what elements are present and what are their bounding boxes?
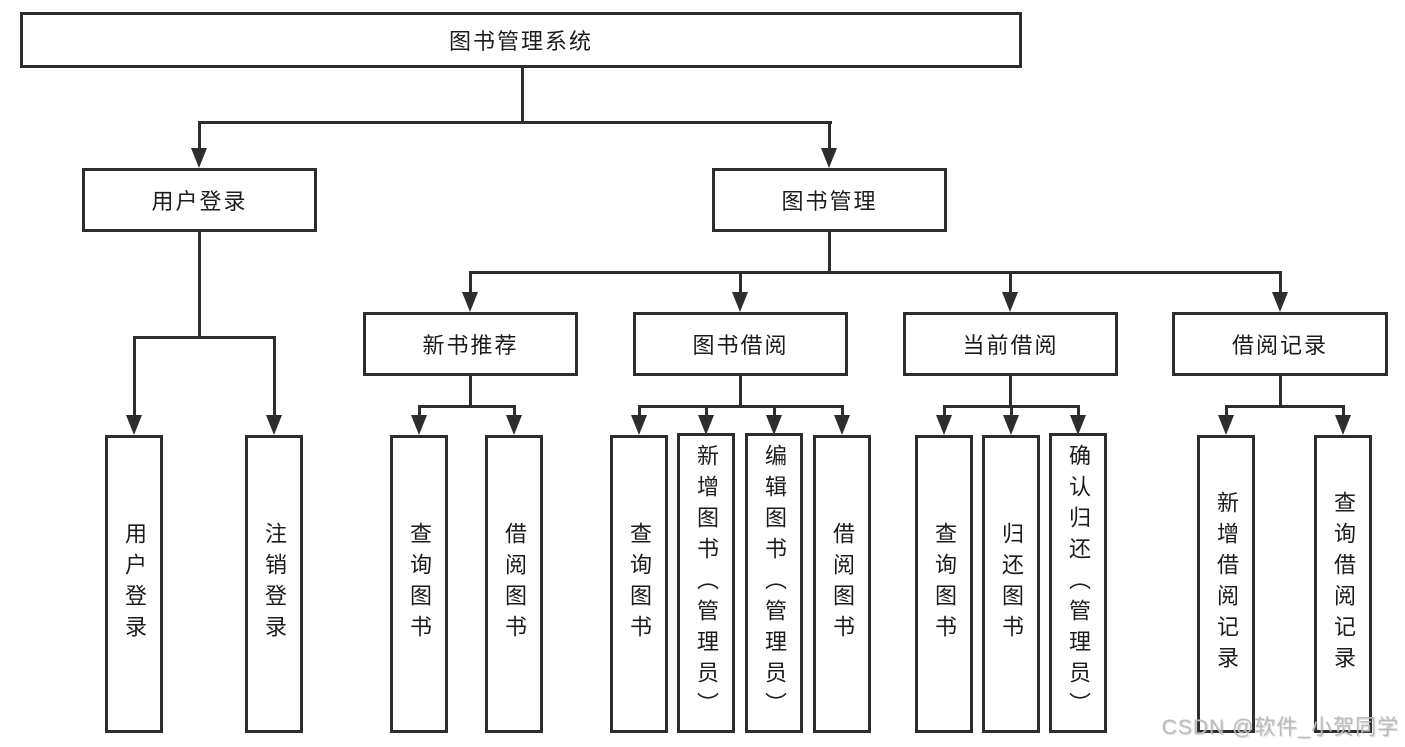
arrowhead-cb-leaf2 (1003, 415, 1019, 435)
leaf-logout: 注销登录 (245, 435, 303, 733)
connector-to-leaf-user-login (133, 336, 136, 416)
arrowhead-bb-leaf2 (698, 415, 714, 435)
leaf-query-books-recommend: 查询图书 (390, 435, 448, 733)
node-user-login: 用户登录 (82, 168, 317, 232)
connector-cb-leaf2 (1010, 405, 1013, 419)
connector-bb-leaf1 (638, 405, 641, 419)
arrowhead-bb-leaf1 (631, 415, 647, 435)
connector-to-current-borrow (1009, 271, 1012, 296)
connector-bb-leaf4 (841, 405, 844, 419)
node-new-book-recommend: 新书推荐 (363, 312, 578, 376)
node-borrowing-records: 借阅记录 (1172, 312, 1388, 376)
node-root: 图书管理系统 (20, 12, 1022, 68)
arrowhead-bb-leaf4 (834, 415, 850, 435)
connector-user-login-stem (198, 232, 201, 336)
connector-book-borrow-horizontal (638, 405, 844, 408)
arrowhead-new-book (462, 292, 478, 312)
connector-to-new-book (469, 271, 472, 296)
connector-cb-leaf1 (943, 405, 946, 419)
arrowhead-nb-leaf2 (506, 415, 522, 435)
connector-bb-leaf2 (705, 405, 708, 419)
watermark: CSDN @软件_小贺同学 (1161, 716, 1399, 739)
arrowhead-br-leaf1 (1218, 415, 1234, 435)
connector-to-book-management (828, 121, 831, 153)
leaf-query-books-current: 查询图书 (915, 435, 973, 733)
connector-root-stem (521, 68, 524, 122)
connector-new-book-stem (469, 376, 472, 407)
connector-borrow-records-stem (1279, 376, 1282, 407)
leaf-user-login: 用户登录 (105, 435, 163, 733)
leaf-edit-book-admin: 编辑图书（管理员） (745, 433, 803, 733)
connector-to-user-login (198, 121, 201, 153)
connector-to-leaf-logout (273, 336, 276, 416)
arrowhead-cb-leaf3 (1070, 415, 1086, 435)
arrowhead-user-login (191, 148, 207, 168)
connector-book-borrow-stem (739, 376, 742, 407)
leaf-confirm-return-admin: 确认归还（管理员） (1049, 433, 1107, 733)
node-current-borrowing: 当前借阅 (903, 312, 1118, 376)
connector-to-borrow-records (1279, 271, 1282, 296)
arrowhead-br-leaf2 (1335, 415, 1351, 435)
connector-br-leaf1 (1225, 405, 1228, 419)
connector-nb-leaf1 (418, 405, 421, 419)
connector-borrow-records-horizontal (1225, 405, 1345, 408)
leaf-query-borrow-record: 查询借阅记录 (1314, 435, 1372, 733)
connector-to-book-borrow (739, 271, 742, 296)
connector-book-management-horizontal (469, 271, 1282, 274)
arrowhead-leaf-user-login (126, 415, 142, 435)
node-book-management: 图书管理 (712, 168, 947, 232)
node-book-borrowing: 图书借阅 (633, 312, 848, 376)
connector-cb-leaf3 (1077, 405, 1080, 419)
arrowhead-borrow-records (1272, 292, 1288, 312)
leaf-borrow-books-borrowing: 借阅图书 (813, 435, 871, 733)
arrowhead-leaf-logout (266, 415, 282, 435)
connector-br-leaf2 (1342, 405, 1345, 419)
connector-nb-leaf2 (513, 405, 516, 419)
arrowhead-nb-leaf1 (411, 415, 427, 435)
connector-new-book-horizontal (418, 405, 516, 408)
leaf-query-books-borrowing: 查询图书 (610, 435, 668, 733)
connector-book-management-stem (828, 232, 831, 271)
connector-current-borrow-stem (1009, 376, 1012, 407)
leaf-add-book-admin: 新增图书（管理员） (677, 433, 735, 733)
arrowhead-book-borrow (732, 292, 748, 312)
leaf-borrow-books-recommend: 借阅图书 (485, 435, 543, 733)
leaf-return-book: 归还图书 (982, 435, 1040, 733)
arrowhead-bb-leaf3 (766, 415, 782, 435)
arrowhead-book-management (821, 148, 837, 168)
connector-root-horizontal (198, 121, 832, 124)
leaf-add-borrow-record: 新增借阅记录 (1197, 435, 1255, 733)
connector-user-login-horizontal (133, 336, 276, 339)
arrowhead-current-borrow (1002, 292, 1018, 312)
arrowhead-cb-leaf1 (936, 415, 952, 435)
connector-bb-leaf3 (773, 405, 776, 419)
